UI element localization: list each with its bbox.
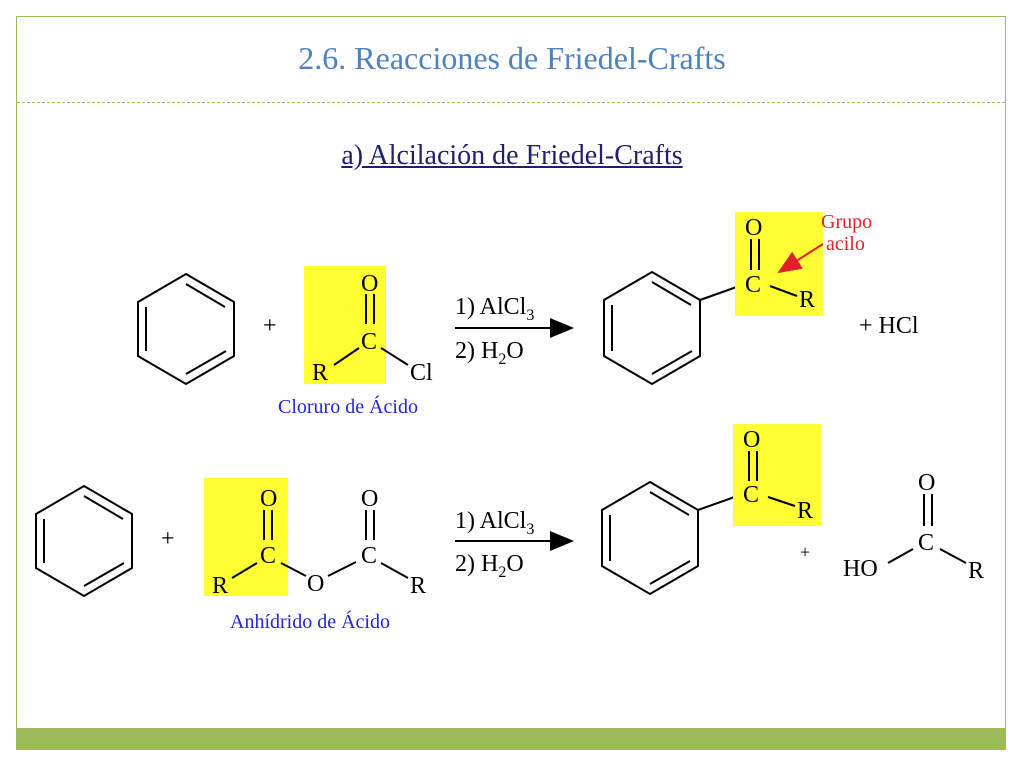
anhydride-carbon-2: C xyxy=(361,543,377,569)
anhydride-carbon-1: C xyxy=(260,543,276,569)
condition-step-2: 2) H2O xyxy=(455,338,524,368)
anhydride-oxygen-2: O xyxy=(361,486,378,512)
acid-r-group: R xyxy=(968,558,984,584)
atom-carbon: C xyxy=(361,329,377,355)
acyl-annotation-arrow xyxy=(777,243,824,274)
acyl-chloride-structure xyxy=(333,294,409,366)
anhydride-r-group-2: R xyxy=(410,573,426,599)
slide-subtitle: a) Alcilación de Friedel-Crafts xyxy=(341,140,683,171)
condition-step-1: 1) AlCl3 xyxy=(455,294,534,324)
reagent-caption: Cloruro de Ácido xyxy=(278,395,418,418)
acyl-highlight-box xyxy=(304,266,386,384)
slide-title: 2.6. Reacciones de Friedel-Crafts xyxy=(298,40,726,76)
anhydride-bridge-oxygen: O xyxy=(307,571,324,597)
footer-band xyxy=(17,728,1005,750)
anhydride-oxygen-1: O xyxy=(260,486,277,512)
acyl-annotation-line1: Grupo xyxy=(821,211,872,233)
product-r-group: R xyxy=(799,287,815,313)
reaction-2: + O C R O O C R Anhídrido de Ácido 1) Al… xyxy=(35,424,984,633)
benzene-ring-reactant-1 xyxy=(137,272,235,386)
condition-step-1: 1) AlCl3 xyxy=(455,508,534,538)
acyl-annotation-line2: acilo xyxy=(826,233,865,255)
product-acyl-bonds xyxy=(750,239,798,297)
anhydride-r-group-1: R xyxy=(212,573,228,599)
title-divider xyxy=(17,102,1005,103)
plus-sign: + xyxy=(263,313,277,339)
benzene-ring-reactant-2 xyxy=(35,484,133,598)
anhydride-highlight-box xyxy=(204,478,288,596)
benzene-ring-product-1 xyxy=(603,270,746,386)
carboxylic-acid-bonds xyxy=(887,494,967,564)
reaction-1: + O C R Cl Cloruro de Ácido 1) AlCl3 2) … xyxy=(137,211,919,418)
product-r-group: R xyxy=(797,498,813,524)
anhydride-bonds xyxy=(231,510,409,579)
acid-carbonyl-oxygen: O xyxy=(918,470,935,496)
acid-hydroxyl: HO xyxy=(843,556,878,582)
product-carbon: C xyxy=(745,272,761,298)
atom-r-group: R xyxy=(312,360,328,386)
acid-carbon: C xyxy=(918,530,934,556)
plus-sign: + xyxy=(800,542,810,562)
condition-step-2: 2) H2O xyxy=(455,551,524,581)
reagent-caption: Anhídrido de Ácido xyxy=(230,610,390,633)
atom-chlorine: Cl xyxy=(410,360,433,386)
product-oxygen: O xyxy=(743,427,760,453)
product-acyl-bonds xyxy=(748,451,796,507)
plus-sign: + xyxy=(161,526,175,552)
acyl-group-highlight xyxy=(733,424,821,526)
atom-oxygen: O xyxy=(361,271,378,297)
byproduct-hcl: + HCl xyxy=(859,313,919,339)
product-oxygen: O xyxy=(745,215,762,241)
product-carbon: C xyxy=(743,482,759,508)
benzene-ring-product-2 xyxy=(601,480,744,596)
